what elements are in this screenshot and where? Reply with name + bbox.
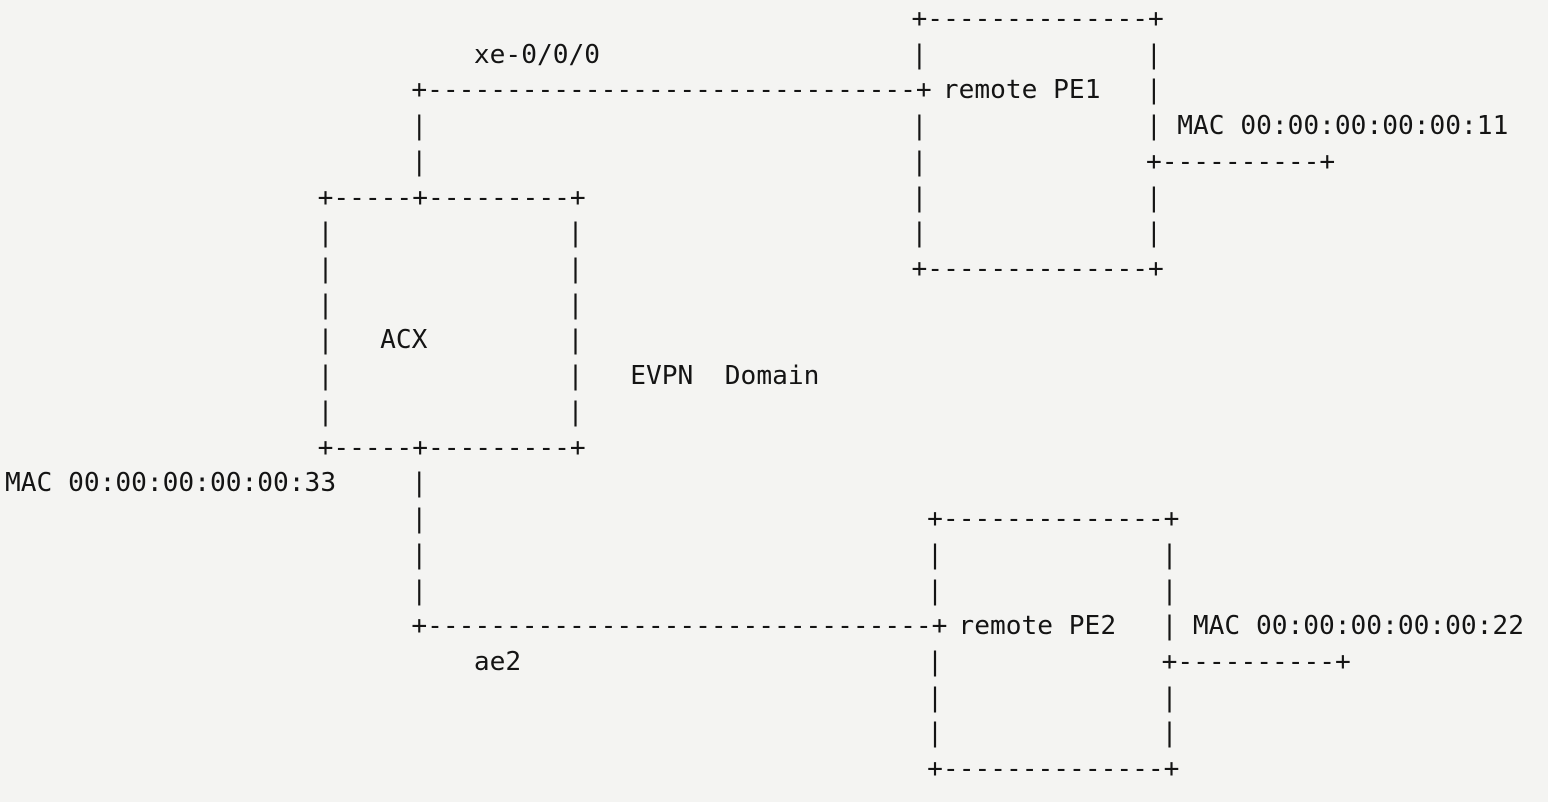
pe1-box-right-edge-r1: |: [1145, 39, 1162, 70]
pe1-box-left-edge-r3: |: [911, 111, 928, 142]
acx-box-right-edge-r10: |: [567, 361, 584, 392]
acx-box-right-edge-r11: |: [567, 396, 584, 427]
pe1-box-left-edge-r4: |: [911, 146, 928, 177]
pe2-box-left-edge-r20: |: [927, 718, 943, 749]
pe1-box-left-edge-r6: |: [911, 218, 928, 249]
acx-box-left-edge-r9: |: [317, 325, 334, 356]
link-ae-horizontal: +--------------------------------+: [411, 611, 948, 642]
pe2-box-left-edge-r16: |: [927, 575, 943, 606]
link-ae-vertical-r14: |: [411, 504, 428, 535]
link-ae-vertical-r13: |: [411, 468, 428, 499]
pe2-box-right-edge-r19: |: [1161, 682, 1178, 713]
acx-box-top-border: +-----+---------+: [317, 182, 586, 213]
mac-pe2-box-border: +----------+: [1161, 646, 1351, 677]
acx-box-right-edge-r8: |: [567, 289, 584, 320]
pe2-box-right-edge-r20: |: [1161, 718, 1178, 749]
pe1-box-left-edge-r1: |: [911, 39, 928, 70]
pe2-box-top-border: +--------------+: [927, 504, 1180, 535]
pe2-label: remote PE2: [958, 611, 1117, 642]
link-xe-vertical-r3: |: [411, 111, 428, 142]
interface-label-ae: ae2: [473, 646, 522, 677]
pe1-box-right-edge-r2: |: [1145, 75, 1162, 106]
pe1-box-top-border: +--------------+: [911, 4, 1164, 34]
acx-box-left-edge-r7: |: [317, 254, 334, 285]
link-ae-vertical-r16: |: [411, 575, 428, 606]
link-xe-horizontal: +-------------------------------+: [411, 75, 932, 106]
acx-box-left-edge-r8: |: [317, 289, 334, 320]
pe2-box-right-edge-r16: |: [1161, 575, 1178, 606]
acx-box-left-edge-r6: |: [317, 218, 334, 249]
link-xe-vertical-r4: |: [411, 146, 428, 177]
mac-pe1-label: MAC 00:00:00:00:00:11: [1177, 111, 1509, 142]
mac-pe2-label: MAC 00:00:00:00:00:22: [1192, 611, 1524, 642]
mac-pe1-box-border: +----------+: [1145, 146, 1336, 177]
link-ae-vertical-r15: |: [411, 539, 428, 570]
pe2-box-right-edge-r17: |: [1161, 611, 1178, 642]
pe2-box-left-edge-r18: |: [927, 646, 943, 677]
pe1-box-bottom-border: +--------------+: [911, 254, 1164, 285]
acx-box-left-edge-r11: |: [317, 396, 334, 427]
pe1-box-right-edge-r3: |: [1145, 111, 1162, 142]
pe1-box-right-edge-r5: |: [1145, 182, 1162, 213]
acx-box-left-edge-r10: |: [317, 361, 334, 392]
pe2-box-left-edge-r19: |: [927, 682, 943, 713]
evpn-domain-label: EVPN Domain: [630, 361, 820, 392]
acx-label: ACX: [380, 325, 428, 356]
acx-box-right-edge-r9: |: [567, 325, 584, 356]
acx-box-right-edge-r7: |: [567, 254, 584, 285]
pe2-box-left-edge-r15: |: [927, 539, 943, 570]
acx-box-right-edge-r6: |: [567, 218, 584, 249]
pe1-label: remote PE1: [942, 75, 1101, 106]
mac-local-label: MAC 00:00:00:00:00:33: [5, 468, 337, 499]
pe1-box-left-edge-r5: |: [911, 182, 928, 213]
acx-box-bottom-border: +-----+---------+: [317, 432, 586, 463]
pe2-box-right-edge-r15: |: [1161, 539, 1178, 570]
pe2-box-bottom-border: +--------------+: [927, 754, 1180, 785]
interface-label-xe: xe-0/0/0: [473, 39, 601, 70]
pe1-box-right-edge-r6: |: [1145, 218, 1162, 249]
